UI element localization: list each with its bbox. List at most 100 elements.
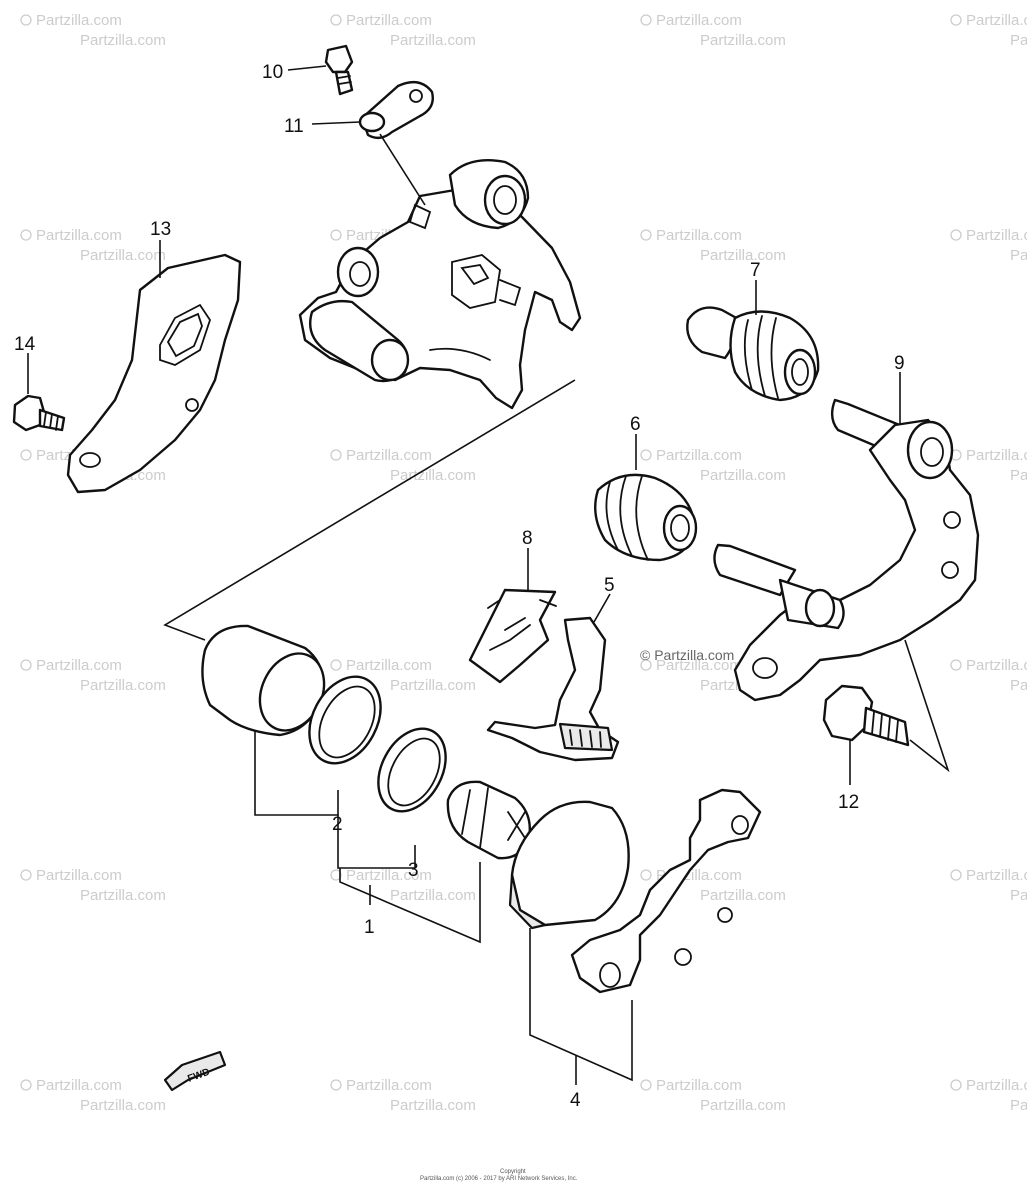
watermark-text: Partzilla.com bbox=[966, 867, 1027, 884]
caliper-bracket[interactable] bbox=[713, 398, 980, 702]
boot-lower[interactable] bbox=[594, 473, 698, 562]
boot-upper[interactable] bbox=[686, 306, 820, 402]
callout-4[interactable]: 4 bbox=[570, 1090, 581, 1111]
watermark-icon bbox=[330, 659, 342, 671]
dust-seal[interactable] bbox=[365, 717, 459, 823]
callout-8[interactable]: 8 bbox=[522, 528, 533, 549]
watermark-icon bbox=[20, 449, 32, 461]
bolt-small[interactable] bbox=[12, 394, 66, 432]
brake-pad-inner[interactable] bbox=[508, 800, 630, 930]
brake-pad-outer[interactable] bbox=[570, 788, 762, 994]
watermark-text: Partzilla.com bbox=[656, 227, 742, 244]
watermark-icon bbox=[330, 449, 342, 461]
callout-1[interactable]: 1 bbox=[364, 917, 375, 938]
piston-seal[interactable] bbox=[295, 664, 395, 775]
watermark-text: Partzilla.com bbox=[656, 1077, 742, 1094]
watermark-text: Partzilla.com bbox=[1010, 677, 1027, 694]
watermark-text: Partzilla.com bbox=[1010, 467, 1027, 484]
watermark-text: Partzilla.com bbox=[390, 887, 476, 904]
piston-insulator[interactable] bbox=[446, 780, 532, 860]
watermark-icon bbox=[20, 229, 32, 241]
watermark-icon bbox=[20, 1079, 32, 1091]
watermark-text: Partzilla.com bbox=[346, 867, 432, 884]
watermark-icon bbox=[640, 1079, 652, 1091]
main-watermark: © Partzilla.com bbox=[640, 647, 734, 663]
watermark-text: Partzilla.com bbox=[656, 657, 742, 674]
callout-9[interactable]: 9 bbox=[894, 353, 905, 374]
watermark-text: Partzilla.com bbox=[390, 467, 476, 484]
watermark-text: Partzilla.com bbox=[966, 447, 1027, 464]
watermark-text: Partzilla.com bbox=[700, 467, 786, 484]
watermark-icon bbox=[20, 14, 32, 26]
piston[interactable] bbox=[201, 624, 336, 741]
watermark-text: Partzilla.com bbox=[346, 657, 432, 674]
watermark-text: Partzilla.com bbox=[700, 1097, 786, 1114]
watermark-icon bbox=[640, 449, 652, 461]
callout-13[interactable]: 13 bbox=[150, 219, 171, 240]
callouts: 10 11 13 14 7 9 6 8 5 12 2 3 1 4 bbox=[14, 62, 905, 1111]
bleeder-screw[interactable] bbox=[324, 44, 354, 96]
watermark-text: Partzilla.com bbox=[1010, 887, 1027, 904]
bracket-bolt[interactable] bbox=[822, 684, 910, 747]
leader-lines bbox=[27, 65, 950, 1085]
watermark-text: Partzilla.com bbox=[80, 677, 166, 694]
watermark-icon bbox=[20, 659, 32, 671]
watermark-icon bbox=[330, 229, 342, 241]
watermark-text: Partzilla.com bbox=[1010, 1097, 1027, 1114]
watermark-text: Partzilla.com bbox=[390, 677, 476, 694]
callout-11[interactable]: 11 bbox=[284, 116, 304, 137]
callout-7[interactable]: 7 bbox=[750, 260, 761, 281]
watermark-icon bbox=[950, 229, 962, 241]
callout-12[interactable]: 12 bbox=[838, 792, 859, 813]
callout-6[interactable]: 6 bbox=[630, 414, 641, 435]
watermark-icon bbox=[640, 229, 652, 241]
callout-14[interactable]: 14 bbox=[14, 334, 36, 355]
watermark-icon bbox=[640, 14, 652, 26]
pad-shim[interactable] bbox=[486, 616, 620, 762]
watermark-text: Partzilla.com bbox=[346, 1077, 432, 1094]
watermark-icon bbox=[950, 14, 962, 26]
callout-10[interactable]: 10 bbox=[262, 62, 283, 83]
watermark-text: Partzilla.com bbox=[346, 12, 432, 29]
watermark-text: Partzilla.com bbox=[966, 227, 1027, 244]
watermark-text: Partzilla.com bbox=[36, 1077, 122, 1094]
watermark-icon bbox=[950, 659, 962, 671]
watermark-text: Partzilla.com bbox=[966, 1077, 1027, 1094]
callout-2[interactable]: 2 bbox=[332, 814, 343, 835]
callout-3[interactable]: 3 bbox=[408, 860, 419, 881]
fwd-arrow: FWD bbox=[163, 1050, 227, 1092]
mounting-plate[interactable] bbox=[66, 253, 242, 494]
copyright-line2: Partzilla.com (c) 2006 - 2017 by ARI Net… bbox=[420, 1176, 578, 1182]
watermark-text: Partzilla.com bbox=[36, 657, 122, 674]
watermark-text: Partzilla.com bbox=[700, 887, 786, 904]
watermark-icon bbox=[950, 869, 962, 881]
watermark-text: Partzilla.com bbox=[966, 12, 1027, 29]
copyright-line1: Copyright bbox=[500, 1169, 526, 1175]
watermark-text: Partzilla.com bbox=[390, 32, 476, 49]
watermark-text: Partzilla.com bbox=[966, 657, 1027, 674]
watermark-text: Partzilla.com bbox=[1010, 247, 1027, 264]
bleeder-cap[interactable] bbox=[358, 80, 434, 140]
watermark-icon bbox=[950, 1079, 962, 1091]
watermark-text: Partzilla.com bbox=[656, 447, 742, 464]
watermark-icon bbox=[640, 659, 652, 671]
caliper-body[interactable] bbox=[298, 158, 582, 410]
pad-spring[interactable] bbox=[468, 588, 557, 684]
watermark-text: Partzilla.com bbox=[36, 227, 122, 244]
callout-5[interactable]: 5 bbox=[604, 575, 615, 596]
